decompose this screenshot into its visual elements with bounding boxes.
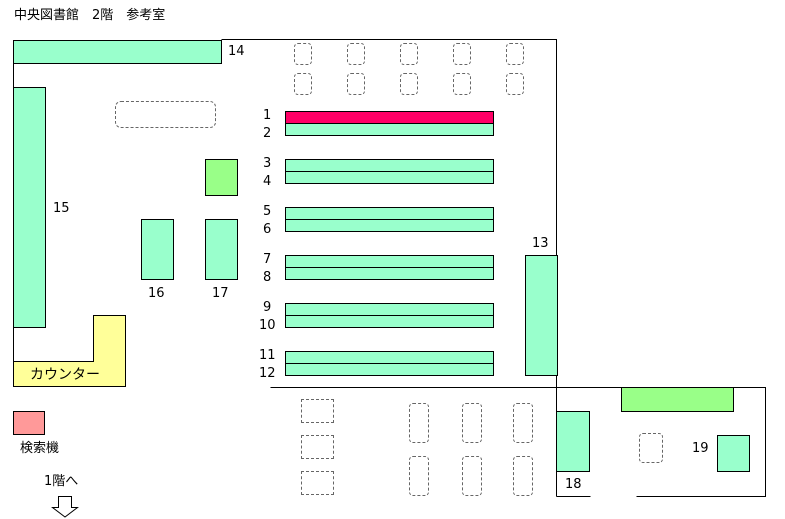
seat <box>294 43 312 65</box>
counter-upper <box>93 315 126 363</box>
shelf-label-16: 16 <box>148 286 165 301</box>
shelf-12 <box>285 363 494 376</box>
shelf-label-15: 15 <box>53 201 70 216</box>
shelf-10 <box>285 315 494 328</box>
shelf-label-7: 7 <box>263 252 272 267</box>
shelf-label-6: 6 <box>263 222 272 237</box>
seat-square <box>301 471 334 495</box>
search-terminal <box>13 411 45 435</box>
down-arrow-icon <box>51 496 79 518</box>
shelf-8 <box>285 267 494 280</box>
shelf-label-2: 2 <box>263 126 272 141</box>
shelf-15 <box>13 87 46 328</box>
seat <box>347 73 365 95</box>
counter-label: カウンター <box>30 367 100 383</box>
shelf-13 <box>525 255 558 376</box>
terminal-label: 検索機 <box>20 441 60 456</box>
shelf-label-17: 17 <box>212 286 229 301</box>
shelf-label-11: 11 <box>259 348 276 363</box>
counter-join <box>14 361 94 363</box>
shelf-4 <box>285 171 494 184</box>
seat <box>462 403 482 443</box>
shelf-label-9: 9 <box>263 300 272 315</box>
shelf-label-19: 19 <box>692 441 709 456</box>
shelf-18 <box>556 411 590 472</box>
seat <box>409 403 429 443</box>
shelf-2 <box>285 123 494 136</box>
seat-square <box>301 435 334 459</box>
seat <box>513 403 533 443</box>
seat <box>639 433 663 463</box>
seat <box>400 43 418 65</box>
seat <box>400 73 418 95</box>
shelf-6 <box>285 219 494 232</box>
shelf-label-5: 5 <box>263 204 272 219</box>
counter-lower <box>13 362 126 387</box>
shelf-label-10: 10 <box>259 318 276 333</box>
map-title: 中央図書館 2階 参考室 <box>14 8 166 23</box>
shelf-19 <box>717 435 750 472</box>
table-outline <box>115 101 216 128</box>
green-table-small <box>205 159 238 196</box>
seat <box>453 43 471 65</box>
seat <box>453 73 471 95</box>
seat-square <box>301 399 334 423</box>
shelf-16 <box>141 219 174 280</box>
shelf-label-12: 12 <box>259 366 276 381</box>
seat <box>347 43 365 65</box>
seat <box>409 456 429 496</box>
shelf-14 <box>13 40 222 64</box>
seat <box>506 43 524 65</box>
stairs-label: 1階へ <box>44 474 79 489</box>
shelf-label-14: 14 <box>228 44 245 59</box>
seat <box>294 73 312 95</box>
seat <box>462 456 482 496</box>
shelf-label-3: 3 <box>263 156 272 171</box>
shelf-17 <box>205 219 238 280</box>
green-table-wide <box>621 387 734 412</box>
shelf-label-8: 8 <box>263 270 272 285</box>
shelf-label-18: 18 <box>565 477 582 492</box>
seat <box>506 73 524 95</box>
seat <box>513 456 533 496</box>
shelf-label-1: 1 <box>263 108 272 123</box>
shelf-label-13: 13 <box>532 236 549 251</box>
shelf-label-4: 4 <box>263 174 272 189</box>
